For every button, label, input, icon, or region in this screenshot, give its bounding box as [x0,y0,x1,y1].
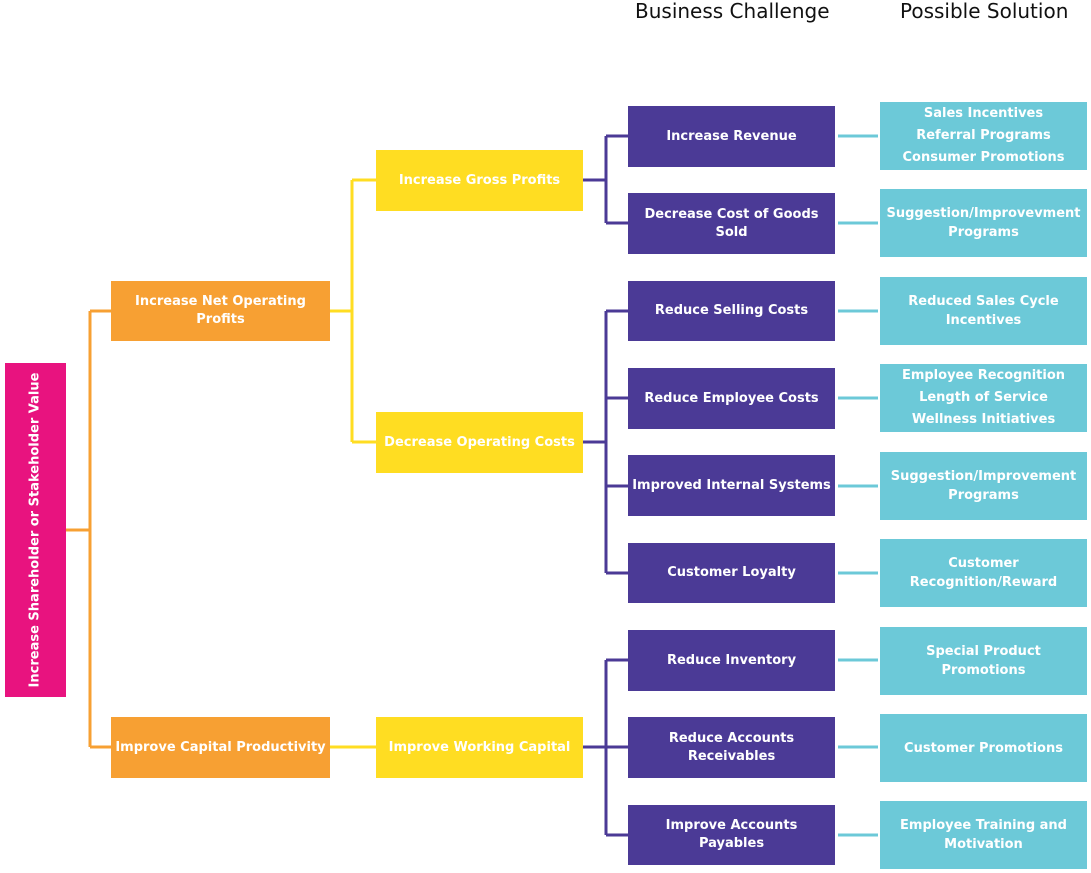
challenge-increase-revenue: Increase Revenue [628,106,835,167]
node-label: Improve Working Capital [388,739,571,755]
solution-line: Consumer Promotions [902,150,1065,165]
challenge-label: Improved Internal Systems [632,477,831,493]
node-increase-net-operating-profits: Increase Net Operating Profits [111,281,330,341]
challenge-label: Reduce Selling Costs [654,303,809,318]
challenge-reduce-employee-costs: Reduce Employee Costs [628,368,835,429]
solution-line: Referral Programs [916,128,1051,143]
solution-line: Length of Service [919,390,1048,405]
solution-connectors [838,134,878,837]
challenge-label: Reduce Inventory [666,652,797,668]
solution-line: Programs [948,225,1019,240]
challenge-label: Customer Loyalty [667,565,796,580]
solution-line: Suggestion/Improvevment [886,206,1081,221]
solution-internal-systems: Suggestion/Improvement Programs [880,452,1087,520]
solution-line: Employee Training and [900,818,1067,833]
solution-payables: Employee Training and Motivation [880,801,1087,869]
challenge-decrease-cogs: Decrease Cost of Goods Sold [628,193,835,254]
solution-line: Suggestion/Improvement [890,469,1077,484]
solution-inventory: Special Product Promotions [880,627,1087,695]
solution-line: Special Product Promotions [926,644,1041,678]
challenge-label: Improve Accounts Payables [665,818,798,851]
root-connectors [66,309,111,749]
challenge-label: Reduce Accounts Receivables [668,730,795,764]
solution-line: Employee Recognition [901,368,1066,383]
solution-customer-loyalty: Customer Recognition/Reward [880,539,1087,607]
solution-selling-costs: Reduced Sales Cycle Incentives [880,277,1087,345]
challenge-label: Reduce Employee Costs [644,390,819,406]
challenge-reduce-accounts-receivables: Reduce Accounts Receivables [628,717,835,778]
challenge-reduce-inventory: Reduce Inventory [628,630,835,691]
node-decrease-operating-costs: Decrease Operating Costs [376,412,583,473]
challenge-label: Decrease Cost of Goods Sold [644,206,819,240]
challenge-reduce-selling-costs: Reduce Selling Costs [628,281,835,341]
business-challenge-header: Business Challenge [635,0,830,23]
node-label: Decrease Operating Costs [384,434,575,450]
solution-line: Reduced Sales Cycle [908,294,1059,309]
solution-line: Incentives [945,313,1022,328]
solution-line: Customer [948,556,1019,571]
level1-connectors [330,178,376,749]
solution-employee-costs: Employee Recognition Length of Service W… [880,364,1087,432]
solution-line: Customer Promotions [904,740,1063,756]
node-label: Increase Net Operating Profits [135,294,306,327]
node-improve-working-capital: Improve Working Capital [376,717,583,778]
root-label: Increase Shareholder or Stakeholder Valu… [27,372,43,688]
solution-receivables: Customer Promotions [880,714,1087,782]
challenge-improved-internal-systems: Improved Internal Systems [628,455,835,516]
solution-line: Programs [948,488,1019,503]
challenge-label: Increase Revenue [666,128,797,144]
solution-line: Recognition/Reward [909,575,1058,590]
solution-line: Wellness Initiatives [911,412,1056,427]
solution-revenue: Sales Incentives Referral Programs Consu… [880,102,1087,170]
challenge-improve-accounts-payables: Improve Accounts Payables [628,805,835,865]
node-increase-gross-profits: Increase Gross Profits [376,150,583,211]
node-improve-capital-productivity: Improve Capital Productivity [111,717,330,778]
root-node: Increase Shareholder or Stakeholder Valu… [5,363,66,697]
challenge-customer-loyalty: Customer Loyalty [628,543,835,603]
possible-solution-header: Possible Solution [900,0,1069,23]
solution-line: Sales Incentives [923,106,1044,121]
solution-cogs: Suggestion/Improvevment Programs [880,189,1087,257]
level2-connectors [583,134,628,837]
solution-line: Motivation [944,837,1023,852]
node-label: Increase Gross Profits [398,172,561,188]
node-label: Improve Capital Productivity [115,739,326,755]
